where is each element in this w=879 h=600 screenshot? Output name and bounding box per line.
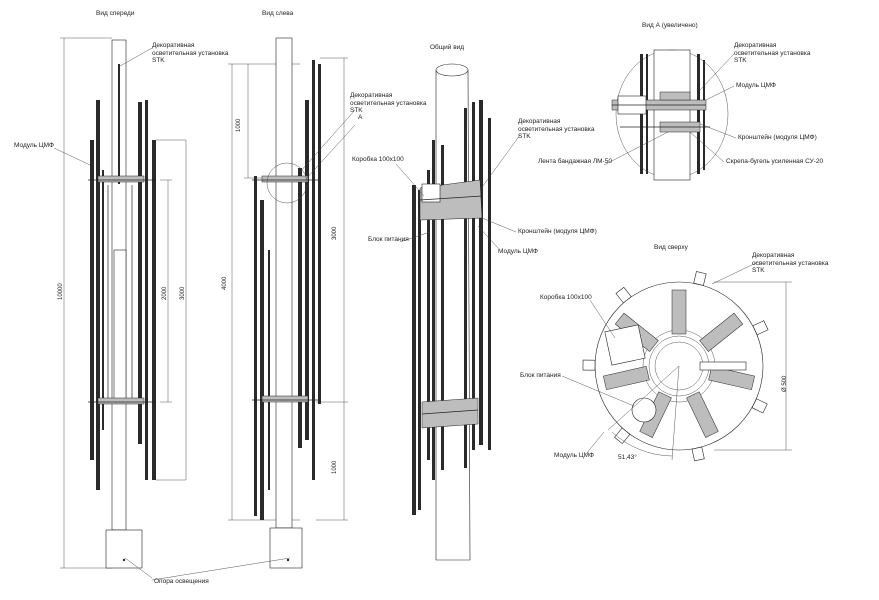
label-decorative-unit-general: Декоративная осветительная установка STK	[518, 118, 595, 140]
dim-top-angle: 51,43°	[618, 454, 637, 461]
dim-left-total: 4000	[222, 276, 228, 290]
dim-top-diameter: Ø 500	[782, 375, 788, 392]
label-decorative-unit-top: Декоративная осветительная установка STK	[752, 252, 829, 274]
label-clip-bugel: Скрепа-бугель усиленная СУ-20	[726, 158, 824, 165]
label-decorative-unit-detail: Декоративная осветительная установка STK	[734, 42, 811, 64]
label-box-general: Коробка 100х100	[352, 156, 404, 163]
label-module-detail: Модуль ЦМФ	[736, 82, 776, 89]
title-left-view: Вид слева	[262, 10, 294, 17]
dim-left-bottom: 1000	[332, 460, 338, 474]
label-module-front: Модуль ЦМФ	[14, 142, 54, 149]
label-power-top: Блок питания	[520, 372, 561, 379]
label-bracket-detail: Кронштейн (модуля ЦМФ)	[738, 134, 817, 141]
label-mark-a: А	[358, 114, 363, 121]
dim-left-right: 3000	[332, 226, 338, 240]
dim-front-inner: 2000	[162, 286, 168, 300]
label-support: Опора освещения	[154, 578, 209, 585]
dim-front-total: 10000	[58, 283, 64, 300]
left-view-drawing	[151, 37, 356, 581]
dim-left-top: 1000	[236, 118, 242, 132]
label-decorative-unit-left: Декоративная осветительная установка STK	[350, 92, 427, 114]
label-module-general: Модуль ЦМФ	[498, 248, 538, 255]
label-module-top: Модуль ЦМФ	[554, 452, 594, 459]
detail-a-drawing	[603, 49, 737, 181]
label-box-top: Коробка 100х100	[540, 294, 592, 301]
dim-front-outer: 3000	[180, 286, 186, 300]
top-view-drawing	[561, 261, 792, 462]
label-power-general: Блок питания	[368, 236, 409, 243]
label-bracket-general: Кронштейн (модуля ЦМФ)	[518, 228, 597, 235]
label-band-tape: Лента бандажная ЛМ-50	[538, 158, 612, 165]
title-top-view: Вид сверху	[654, 244, 688, 251]
label-decorative-unit-front: Декоративная осветительная установка STK	[152, 42, 229, 64]
title-detail-a: Вид А (увеличено)	[642, 22, 698, 29]
title-general-view: Общий вид	[430, 44, 465, 51]
front-view-drawing	[53, 37, 187, 579]
general-view-drawing	[395, 63, 521, 561]
title-front-view: Вид спереди	[96, 10, 135, 17]
